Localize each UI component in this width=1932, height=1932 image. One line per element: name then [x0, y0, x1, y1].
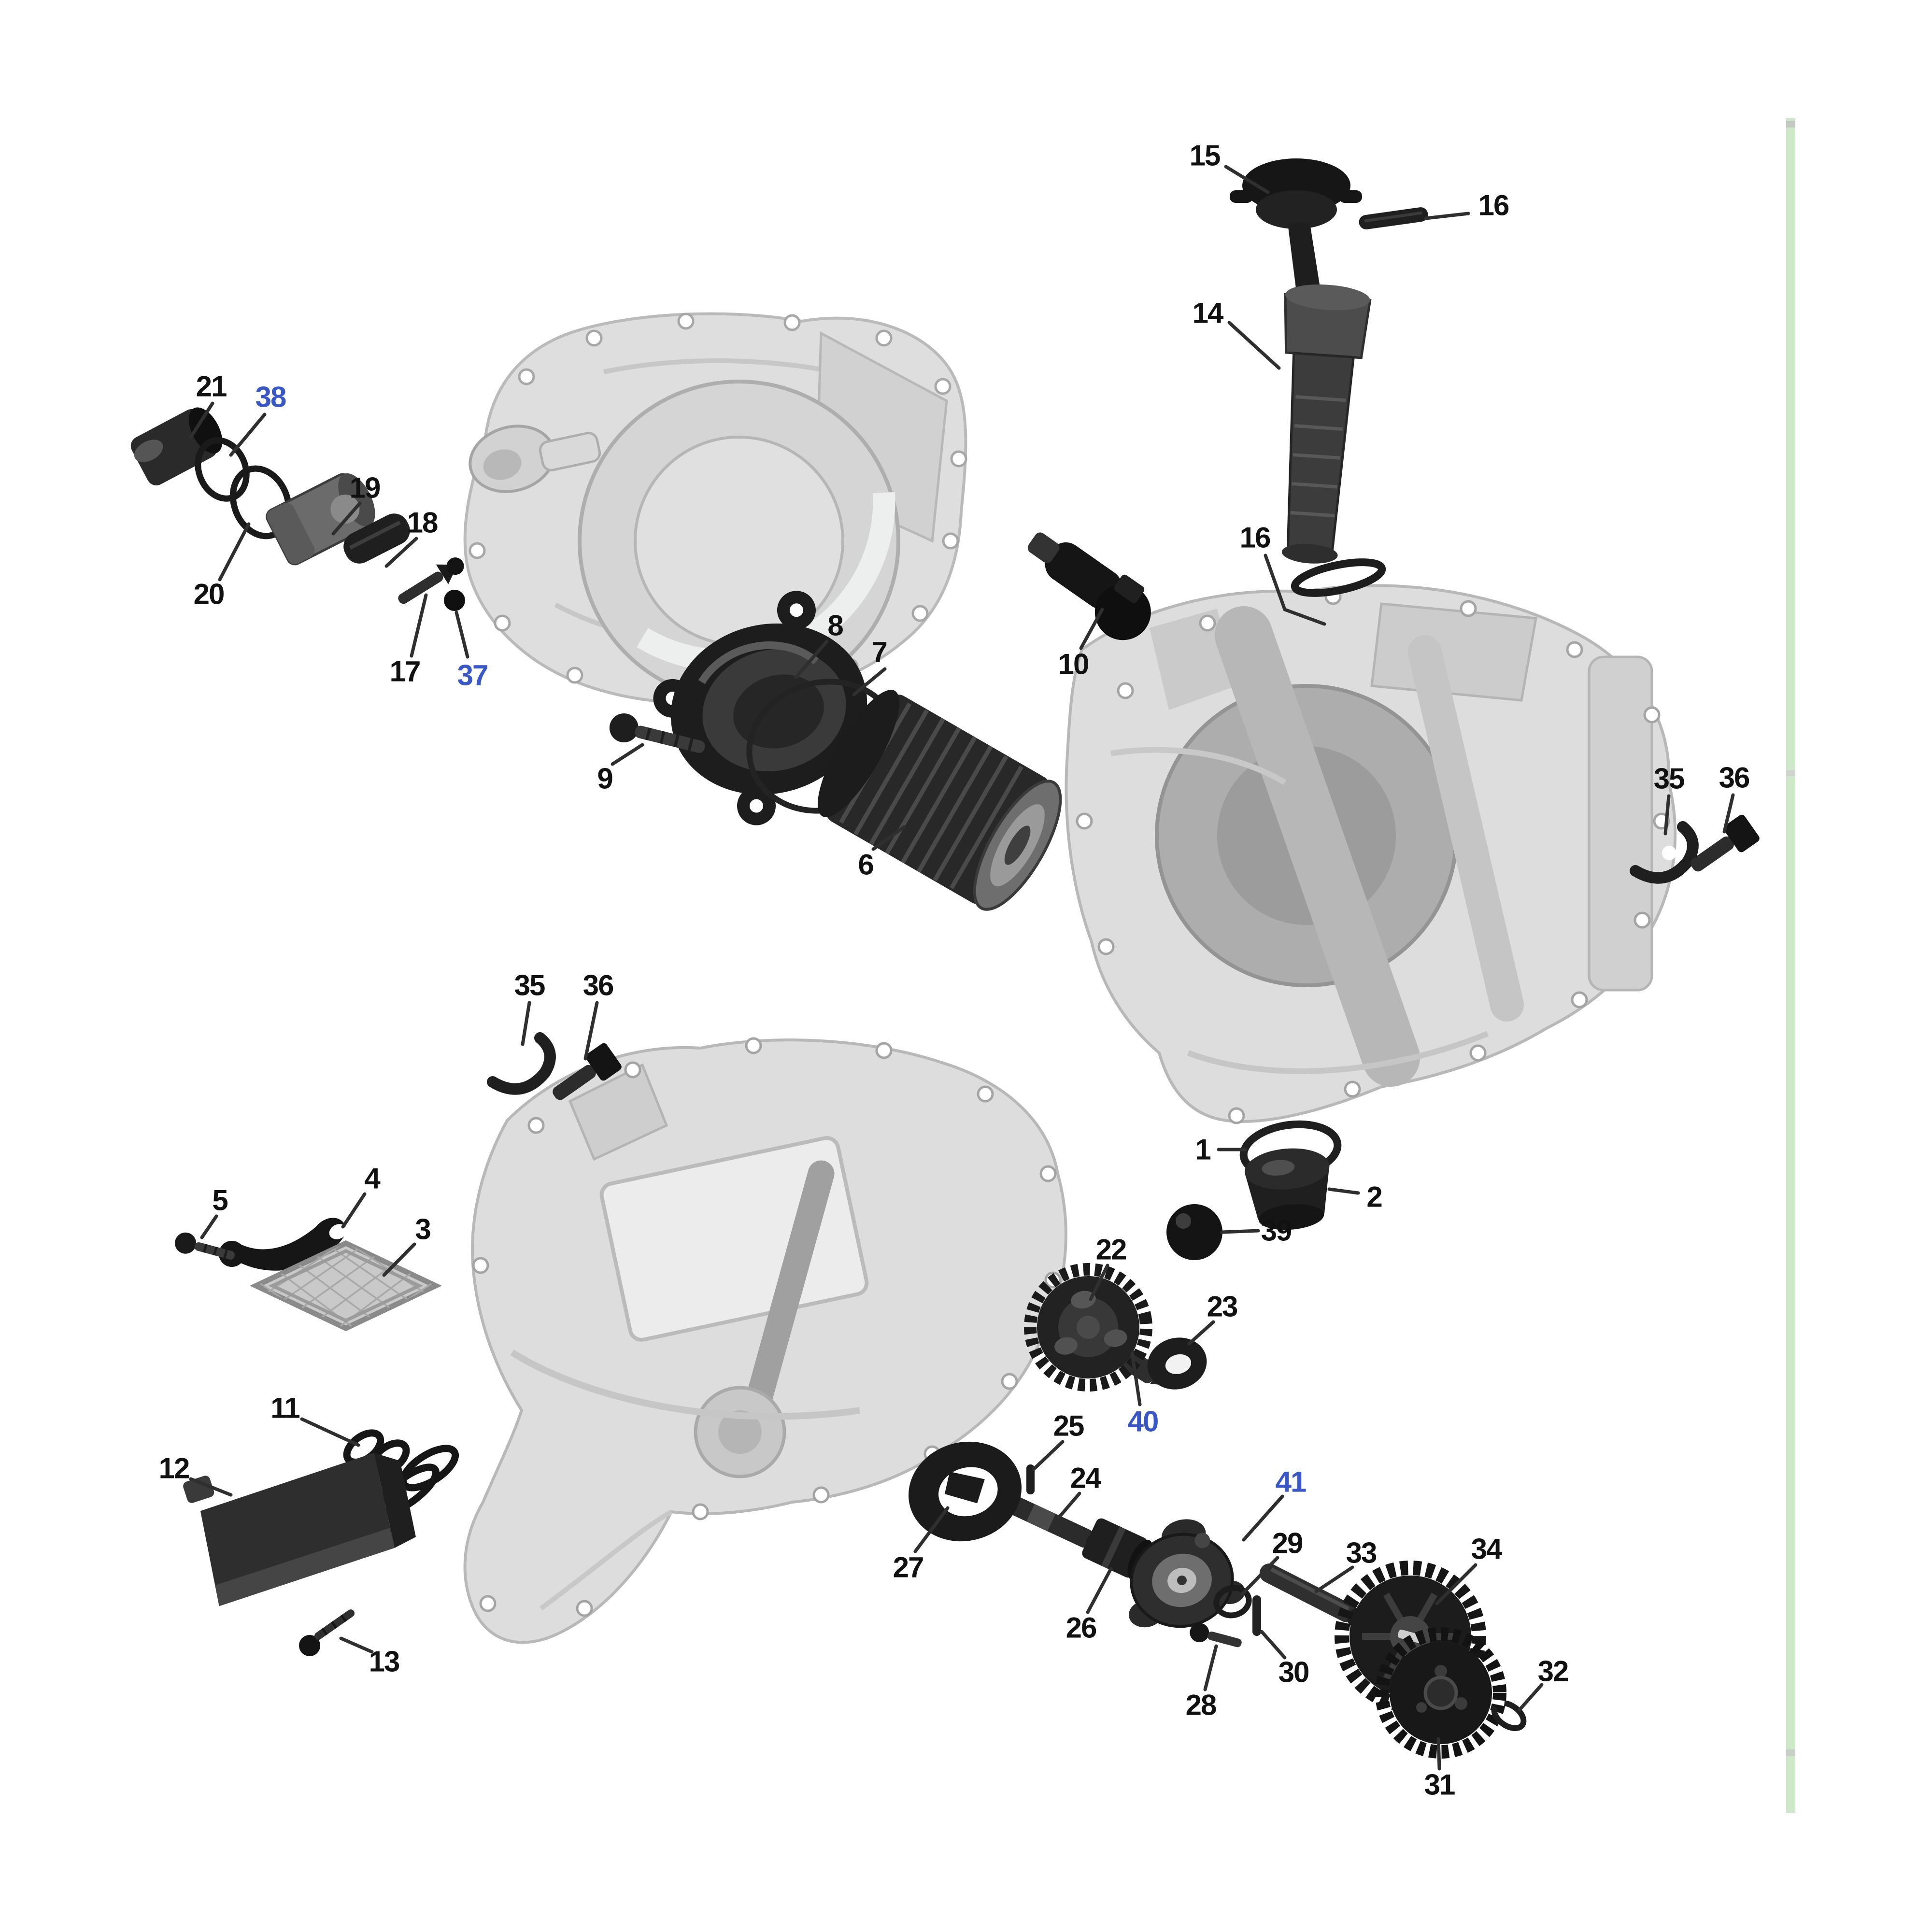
leader-line-19	[331, 501, 362, 536]
part-pin-30	[1252, 1595, 1261, 1636]
part-tube-oring	[1291, 558, 1386, 597]
part-ring-27	[909, 1441, 1022, 1542]
leader-line-40	[1130, 1351, 1142, 1406]
leader-line-25	[1032, 1440, 1065, 1471]
crankcase-lower-left	[463, 1037, 1067, 1644]
leader-line-36	[1722, 793, 1735, 834]
part-gear-31	[1375, 1627, 1506, 1759]
part-pin-25	[1026, 1464, 1035, 1494]
leader-line-4	[341, 1192, 367, 1229]
leader-line-3	[382, 1242, 416, 1277]
part-dipstick-pin	[1359, 207, 1428, 229]
part-gear-22	[1024, 1263, 1170, 1392]
part-drain-plug	[1244, 1148, 1330, 1230]
leader-line-6	[871, 825, 906, 851]
part-oring-29	[1213, 1585, 1252, 1619]
leader-line-36	[583, 1001, 599, 1061]
leader-line-24	[1057, 1492, 1081, 1520]
leader-line-35	[1663, 794, 1671, 836]
leader-line-14	[1227, 321, 1281, 370]
green-rule-tick	[1786, 121, 1795, 128]
part-clip-32	[1491, 1700, 1527, 1732]
part-bolt-13	[299, 1609, 355, 1657]
leader-line-31	[1436, 1737, 1441, 1771]
leader-line-33	[1314, 1565, 1354, 1593]
leader-line-29	[1240, 1556, 1279, 1596]
leader-line-16	[1424, 212, 1470, 220]
part-piston-19	[266, 473, 375, 566]
leader-line-27	[913, 1506, 950, 1553]
leader-line-16	[1264, 554, 1326, 626]
leader-line-22	[1089, 1264, 1109, 1301]
leader-line-26	[1086, 1567, 1113, 1614]
leader-line-34	[1435, 1563, 1477, 1605]
part-pin-18	[343, 513, 410, 564]
leader-line-35	[521, 1001, 531, 1046]
green-vertical-rule	[1786, 118, 1795, 1813]
leader-line-9	[611, 743, 644, 766]
leader-line-20	[218, 522, 251, 582]
part-cover-12	[183, 1453, 416, 1606]
leader-line-39	[1220, 1229, 1260, 1234]
part-oil-pump-body	[1129, 1519, 1245, 1628]
part-bolt-36-right	[1690, 814, 1760, 872]
leader-line-17	[410, 593, 428, 658]
leader-line-7	[852, 667, 887, 696]
leader-line-10	[1079, 608, 1104, 650]
leader-line-12	[189, 1477, 233, 1497]
leader-line-37	[455, 611, 469, 659]
leader-line-5	[200, 1214, 218, 1239]
part-clamp-35-right	[1630, 821, 1699, 884]
part-clamp-35-left	[487, 1032, 556, 1095]
leader-line-28	[1203, 1644, 1218, 1691]
green-rule-tick	[1786, 1749, 1795, 1756]
leader-line-13	[339, 1636, 374, 1654]
leader-line-41	[1242, 1494, 1284, 1542]
leader-line-15	[1224, 165, 1270, 194]
leader-line-2	[1327, 1187, 1360, 1195]
leader-line-32	[1518, 1683, 1544, 1712]
part-ball-39	[1166, 1204, 1222, 1260]
part-oil-pressure-sensor	[1027, 532, 1151, 640]
part-dipstick-tube	[1281, 284, 1372, 564]
part-oil-filter	[817, 690, 1062, 911]
part-bolt-5	[175, 1232, 235, 1260]
part-bolt-28	[1190, 1623, 1242, 1648]
leader-line-23	[1187, 1320, 1215, 1346]
part-seal-23	[1147, 1337, 1207, 1390]
leader-line-30	[1260, 1630, 1287, 1660]
part-bolt-36-left	[553, 1043, 622, 1100]
leader-lines	[189, 165, 1735, 1771]
part-bolt-9	[609, 713, 705, 753]
crankcase-center-right	[1065, 584, 1677, 1124]
green-rule-tick	[1786, 770, 1795, 776]
leader-line-11	[300, 1417, 360, 1447]
leader-line-8	[794, 639, 829, 679]
part-dipstick-cap	[1230, 158, 1362, 299]
leader-line-21	[189, 401, 214, 439]
part-screw-17	[398, 557, 464, 604]
leader-line-38	[229, 412, 267, 457]
part-ball-37	[444, 590, 465, 611]
part-plug	[130, 407, 223, 486]
leader-line-18	[384, 537, 418, 568]
